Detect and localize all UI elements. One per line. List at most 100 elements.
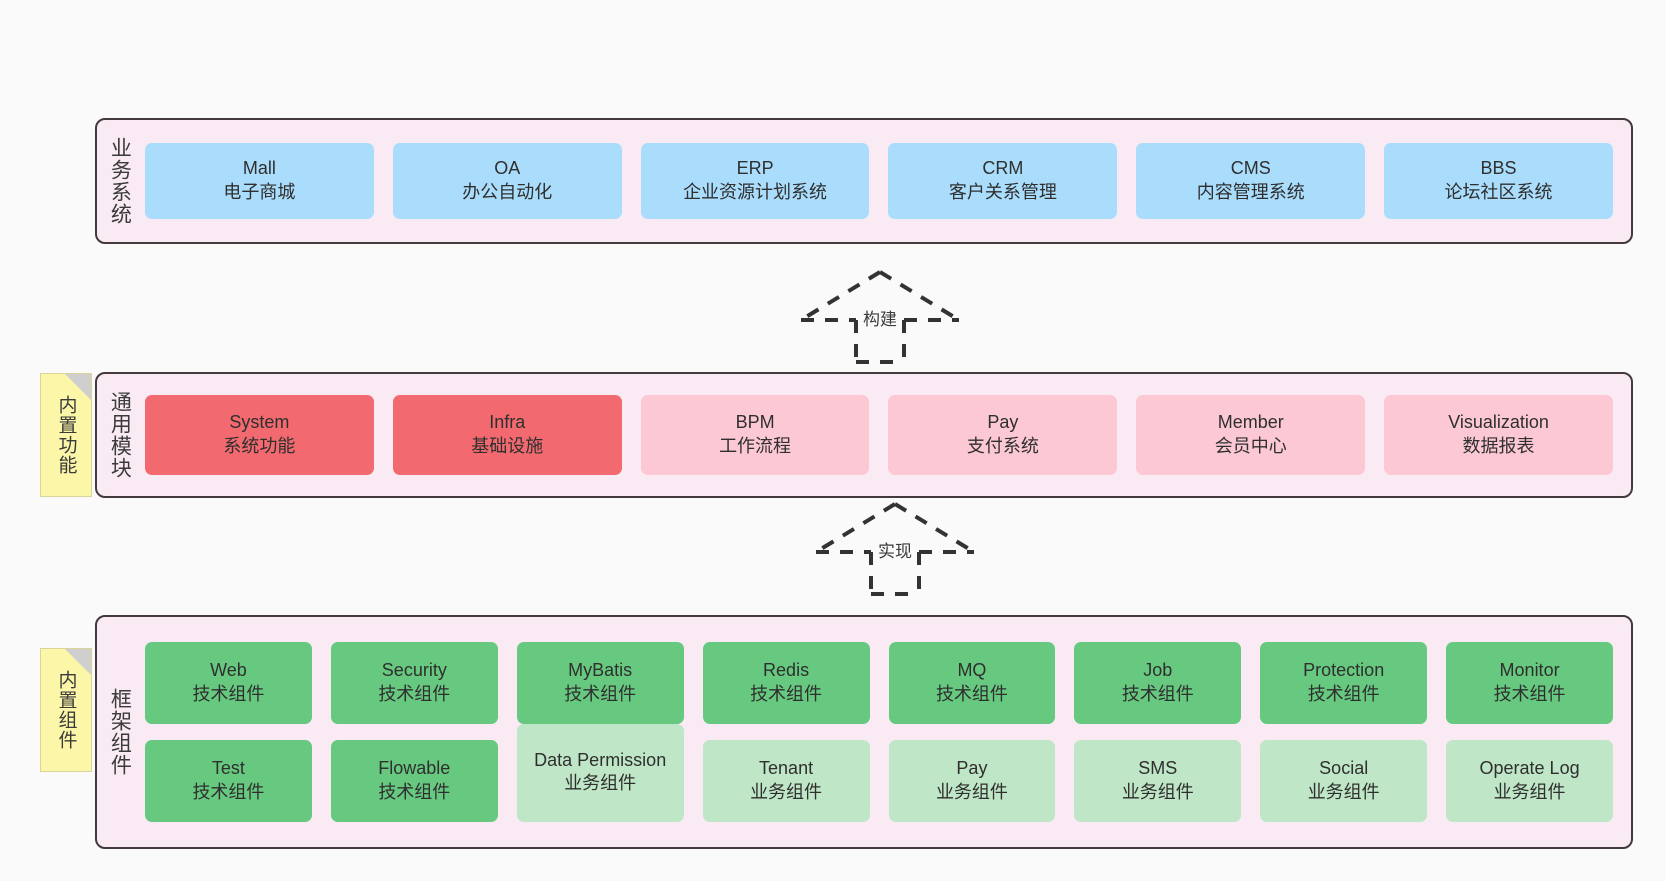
layer-panel-modules: 通用模块 System 系统功能 Infra 基础设施 BPM 工作流程 Pay… <box>95 372 1633 498</box>
node-title: Member <box>1217 412 1284 433</box>
node-subtitle: 技术组件 <box>378 684 451 704</box>
node-subtitle: 工作流程 <box>719 436 792 456</box>
node-subtitle: 支付系统 <box>966 436 1039 456</box>
connector-build: 构建 <box>795 268 965 364</box>
node-pay[interactable]: Pay 支付系统 <box>888 395 1118 475</box>
node-data-permission[interactable]: Data Permission 业务组件 <box>516 724 684 822</box>
node-subtitle: 技术组件 <box>1121 684 1194 704</box>
layer-row: Mall 电子商城 OA 办公自动化 ERP 企业资源计划系统 CRM 客户关系… <box>145 143 1613 219</box>
node-system[interactable]: System 系统功能 <box>145 395 374 475</box>
connector-label-build: 构建 <box>860 304 900 331</box>
layer-row-biz: Test 技术组件 Flowable 技术组件 Data Permission … <box>145 724 1613 822</box>
node-subtitle: 技术组件 <box>935 684 1008 704</box>
layer-title-business: 业务系统 <box>108 137 132 225</box>
node-social[interactable]: Social 业务组件 <box>1260 740 1428 822</box>
node-tenant[interactable]: Tenant 业务组件 <box>702 740 870 822</box>
node-title: Operate Log <box>1479 758 1580 779</box>
node-title: BPM <box>735 412 775 433</box>
node-redis[interactable]: Redis 技术组件 <box>702 642 870 724</box>
node-title: CRM <box>982 158 1024 179</box>
node-subtitle: 业务组件 <box>564 772 637 793</box>
node-infra[interactable]: Infra 基础设施 <box>392 395 622 475</box>
node-subtitle: 技术组件 <box>378 782 451 802</box>
node-title: ERP <box>736 158 774 179</box>
node-title: MQ <box>957 660 987 681</box>
node-subtitle: 业务组件 <box>750 782 823 802</box>
layer-body-framework: Web 技术组件 Security 技术组件 MyBatis 技术组件 Redi… <box>141 617 1631 847</box>
node-subtitle: 技术组件 <box>192 684 265 704</box>
node-subtitle: 基础设施 <box>471 436 544 456</box>
node-title: Protection <box>1303 660 1385 681</box>
node-pay-component[interactable]: Pay 业务组件 <box>888 740 1056 822</box>
node-job[interactable]: Job 技术组件 <box>1074 642 1242 724</box>
node-subtitle: 内容管理系统 <box>1196 182 1305 202</box>
node-title: Security <box>381 660 447 681</box>
node-flowable[interactable]: Flowable 技术组件 <box>330 740 498 822</box>
note-label: 内置组件 <box>55 670 77 750</box>
node-title: SMS <box>1138 758 1178 779</box>
node-title: Social <box>1319 758 1369 779</box>
layer-body-modules: System 系统功能 Infra 基础设施 BPM 工作流程 Pay 支付系统… <box>141 374 1631 496</box>
node-title: Pay <box>956 758 988 779</box>
node-protection[interactable]: Protection 技术组件 <box>1260 642 1428 724</box>
node-subtitle: 业务组件 <box>935 782 1008 802</box>
node-subtitle: 会员中心 <box>1214 436 1287 456</box>
node-bpm[interactable]: BPM 工作流程 <box>640 395 870 475</box>
layer-title-modules: 通用模块 <box>108 391 132 479</box>
node-web[interactable]: Web 技术组件 <box>145 642 312 724</box>
dashed-generalization-arrow-icon <box>814 502 976 596</box>
node-subtitle: 技术组件 <box>750 684 823 704</box>
note-builtin-functions: 内置功能 <box>40 373 92 497</box>
node-sms[interactable]: SMS 业务组件 <box>1074 740 1242 822</box>
node-title: Web <box>210 660 247 681</box>
node-title: System <box>229 412 290 433</box>
node-subtitle: 技术组件 <box>1493 684 1566 704</box>
node-operate-log[interactable]: Operate Log 业务组件 <box>1446 740 1613 822</box>
node-subtitle: 系统功能 <box>223 436 296 456</box>
node-mybatis[interactable]: MyBatis 技术组件 <box>516 642 684 724</box>
node-member[interactable]: Member 会员中心 <box>1136 395 1366 475</box>
node-visualization[interactable]: Visualization 数据报表 <box>1384 395 1613 475</box>
layer-title-framework: 框架组件 <box>108 688 132 776</box>
node-subtitle: 技术组件 <box>1307 684 1380 704</box>
node-cms[interactable]: CMS 内容管理系统 <box>1136 143 1366 219</box>
node-monitor[interactable]: Monitor 技术组件 <box>1446 642 1613 724</box>
node-title: Redis <box>763 660 810 681</box>
node-subtitle: 客户关系管理 <box>948 182 1057 202</box>
node-mall[interactable]: Mall 电子商城 <box>145 143 374 219</box>
dashed-generalization-arrow-icon <box>799 270 961 364</box>
node-title: MyBatis <box>568 660 633 681</box>
connector-implement: 实现 <box>810 500 980 596</box>
node-erp[interactable]: ERP 企业资源计划系统 <box>640 143 870 219</box>
layer-panel-business: 业务系统 Mall 电子商城 OA 办公自动化 ERP 企业资源计划系统 CRM… <box>95 118 1633 244</box>
node-title: Infra <box>489 412 526 433</box>
node-bbs[interactable]: BBS 论坛社区系统 <box>1384 143 1613 219</box>
node-subtitle: 企业资源计划系统 <box>683 182 828 202</box>
layer-panel-framework: 框架组件 Web 技术组件 Security 技术组件 MyBatis 技术组件… <box>95 615 1633 849</box>
layer-row: System 系统功能 Infra 基础设施 BPM 工作流程 Pay 支付系统… <box>145 395 1613 475</box>
node-crm[interactable]: CRM 客户关系管理 <box>888 143 1118 219</box>
node-mq[interactable]: MQ 技术组件 <box>888 642 1056 724</box>
node-title: Pay <box>987 412 1019 433</box>
node-subtitle: 业务组件 <box>1121 782 1194 802</box>
node-title: Flowable <box>378 758 451 779</box>
node-test[interactable]: Test 技术组件 <box>145 740 312 822</box>
node-title: Tenant <box>759 758 814 779</box>
layer-body-business: Mall 电子商城 OA 办公自动化 ERP 企业资源计划系统 CRM 客户关系… <box>141 120 1631 242</box>
node-subtitle: 数据报表 <box>1462 436 1535 456</box>
node-security[interactable]: Security 技术组件 <box>330 642 498 724</box>
note-builtin-components: 内置组件 <box>40 648 92 772</box>
node-title: OA <box>494 158 521 179</box>
node-title: CMS <box>1230 158 1271 179</box>
node-oa[interactable]: OA 办公自动化 <box>392 143 622 219</box>
node-subtitle: 业务组件 <box>1493 782 1566 802</box>
node-subtitle: 技术组件 <box>564 684 637 704</box>
node-title: Data Permission <box>534 750 667 771</box>
node-subtitle: 办公自动化 <box>462 182 553 202</box>
node-subtitle: 论坛社区系统 <box>1444 182 1553 202</box>
node-title: Visualization <box>1448 412 1549 433</box>
node-subtitle: 电子商城 <box>223 182 296 202</box>
node-title: Job <box>1143 660 1173 681</box>
node-title: BBS <box>1480 158 1517 179</box>
